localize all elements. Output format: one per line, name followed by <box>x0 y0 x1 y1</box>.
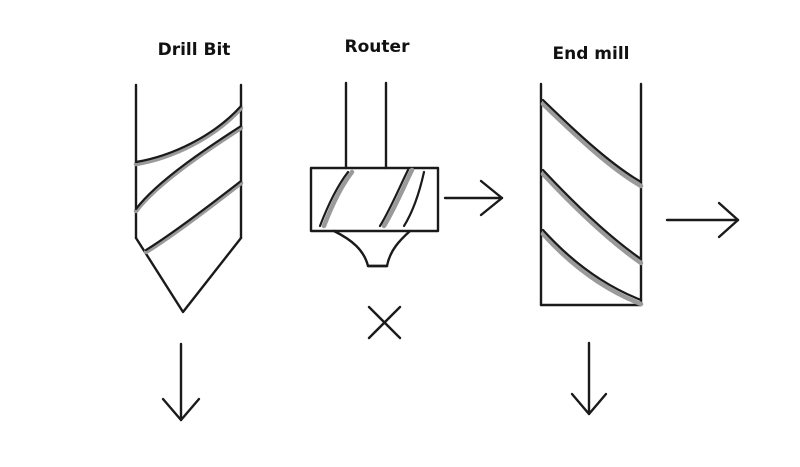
drill-bit-label: Drill Bit <box>157 40 231 60</box>
end-mill-drawing <box>539 82 740 416</box>
drill-bit-flute-2 <box>134 124 243 211</box>
router-x-mark-2 <box>367 305 402 340</box>
router-cutter-body <box>309 166 440 233</box>
drill-bit-tip <box>134 236 243 314</box>
end-mill-flute-2 <box>541 168 643 261</box>
end-mill-flute-3 <box>541 228 643 302</box>
drill-bit-flute-3 <box>144 179 243 252</box>
drill-bit-flute-2-shadow <box>133 125 244 214</box>
end-mill-flute-1 <box>541 98 643 184</box>
router-bearing <box>332 229 412 268</box>
end-mill-flute-3-shadow <box>540 231 644 307</box>
drill-bit-flute-1-shadow <box>133 105 244 167</box>
drill-bit-drawing <box>133 83 244 422</box>
router-right-arrowhead <box>479 179 504 217</box>
router-flute-1 <box>318 170 350 228</box>
router-flute-2-shadow <box>381 167 415 229</box>
router-flute-3 <box>402 170 426 228</box>
drill-bit-down-arrowhead <box>161 397 201 422</box>
end-mill-label: End mill <box>552 44 630 64</box>
router-flute-1-shadow <box>321 169 355 229</box>
end-mill-flute-1-shadow <box>540 101 644 189</box>
router-drawing <box>309 81 504 340</box>
router-flute-2 <box>378 168 410 228</box>
router-label: Router <box>344 37 410 57</box>
end-mill-right-arrowhead <box>717 201 740 239</box>
end-mill-flute-2-shadow <box>540 171 644 266</box>
drill-bit-flute-1 <box>134 104 243 164</box>
drill-bit-flute-3-shadow <box>143 180 244 255</box>
end-mill-down-arrowhead <box>570 392 608 416</box>
